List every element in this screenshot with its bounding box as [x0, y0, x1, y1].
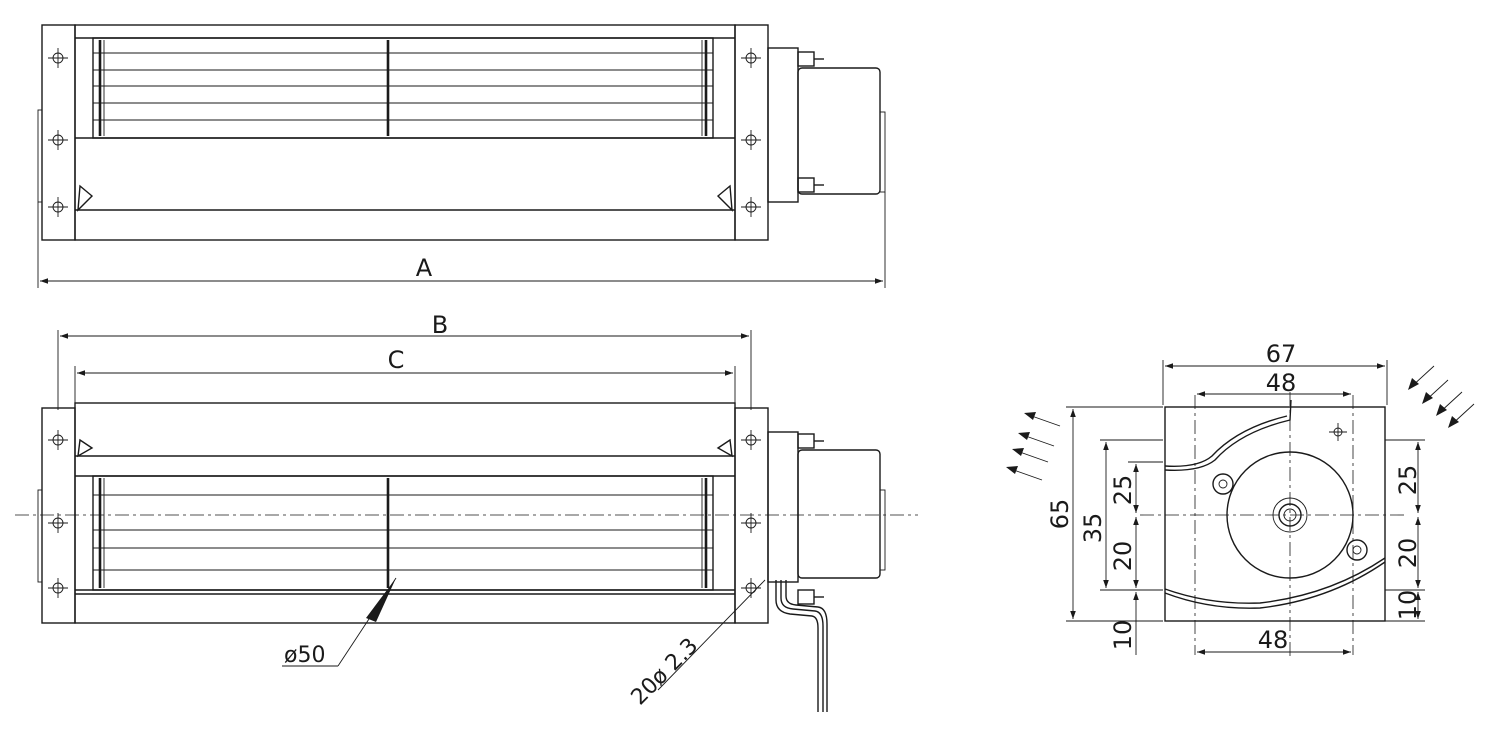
dim-label-10-left: 10 [1109, 620, 1137, 651]
top-motor [767, 47, 886, 203]
left-end-plate [41, 24, 76, 241]
top-mount-holes [48, 48, 761, 217]
top-impeller [92, 37, 714, 139]
airflow-in-arrows [1408, 365, 1475, 428]
side-body-outline [1164, 406, 1386, 622]
dim-label-a: A [416, 254, 433, 282]
airflow-out-arrows [1006, 412, 1061, 481]
lead-wires [775, 580, 828, 712]
dim-label-20-right: 20 [1394, 538, 1422, 569]
dim-label-48-bottom: 48 [1258, 626, 1289, 654]
front-view: B C ø50 20ø 2.3 [15, 311, 918, 712]
right-end-plate [734, 24, 769, 241]
dim-label-20-left: 20 [1109, 541, 1137, 572]
front-motor [767, 431, 886, 605]
top-view: A [37, 24, 886, 288]
front-impeller [92, 475, 714, 591]
dim-label-25-right: 25 [1394, 465, 1422, 496]
dim-label-25-left: 25 [1109, 475, 1137, 506]
dim-label-65: 65 [1046, 499, 1074, 530]
dim-label-35: 35 [1079, 513, 1107, 544]
dim-label-10-right: 10 [1394, 590, 1422, 621]
top-housing-outline [74, 24, 736, 241]
side-view: 67 48 48 65 35 25 20 10 25 20 [1006, 340, 1475, 660]
impeller-diameter-label: ø50 [284, 643, 325, 668]
dim-label-c: C [388, 346, 405, 374]
dim-label-b: B [432, 311, 448, 339]
front-mount-holes [48, 430, 761, 598]
lead-wire-label: 20ø 2.3 [627, 634, 704, 711]
dim-label-67: 67 [1266, 340, 1297, 368]
dim-label-48-top: 48 [1266, 369, 1297, 397]
